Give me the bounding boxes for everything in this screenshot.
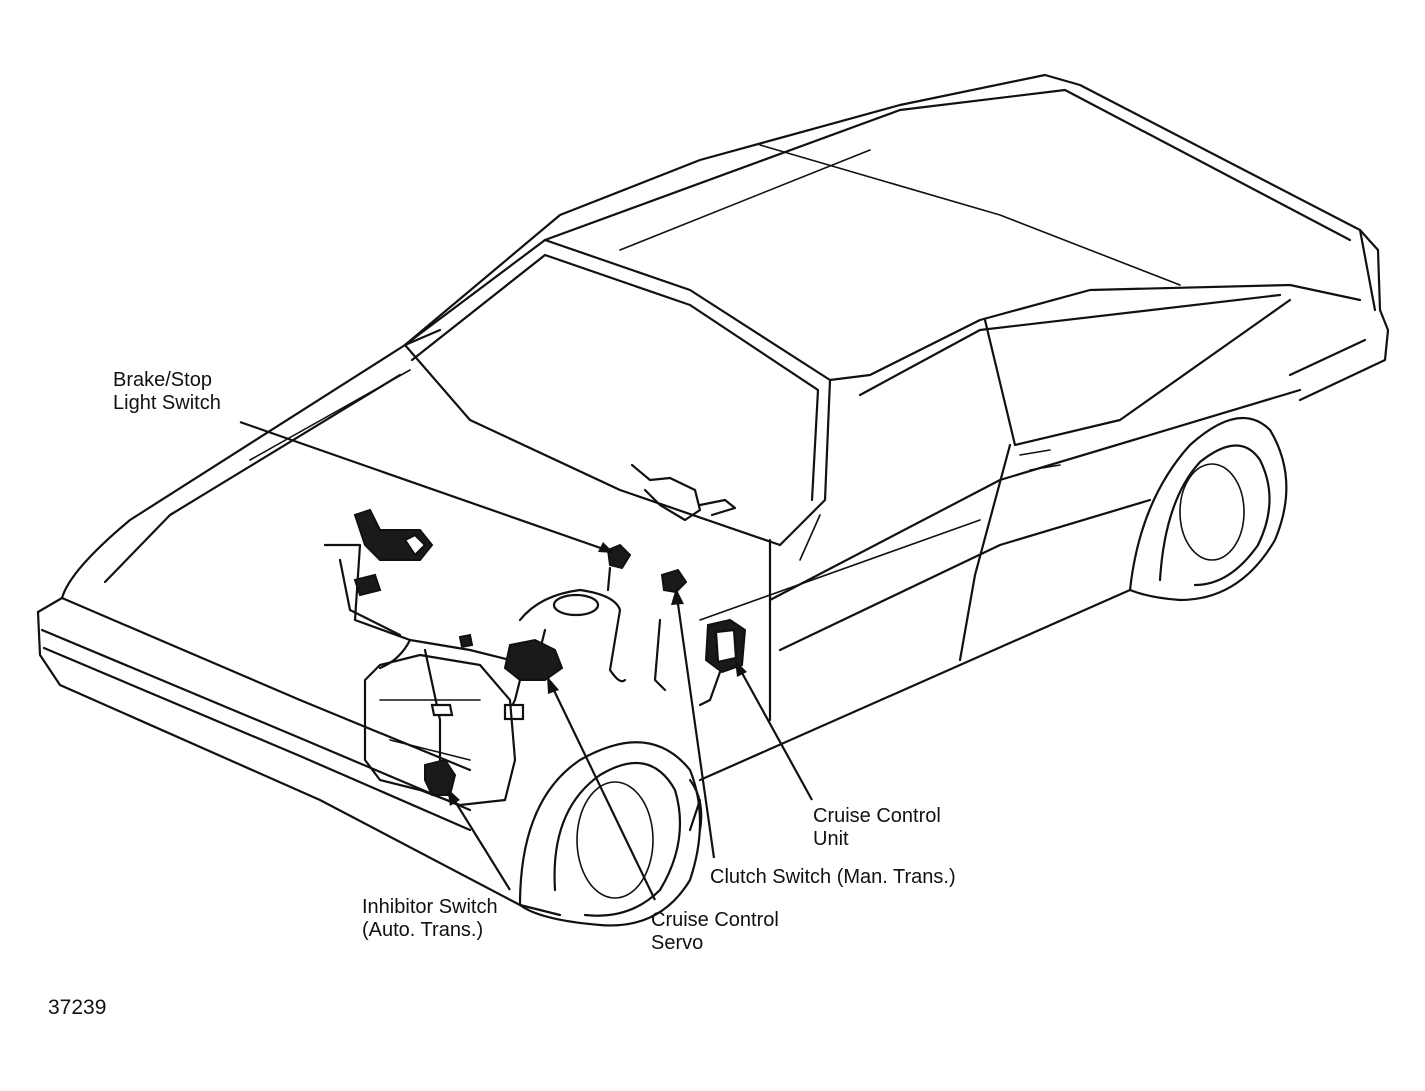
cruise-control-servo bbox=[503, 638, 564, 721]
brake-stop-label-line1: Brake/Stop bbox=[113, 369, 212, 391]
cruise-control-servo-label: Cruise Control Servo bbox=[651, 909, 779, 955]
car-body-outline bbox=[36, 73, 1390, 917]
steering-column bbox=[630, 463, 737, 522]
figure-number: 37239 bbox=[48, 996, 107, 1019]
leader-inhibitor bbox=[447, 789, 511, 891]
inhibitor-switch-label: Inhibitor Switch (Auto. Trans.) bbox=[362, 896, 498, 942]
cruise-unit-label-line1: Cruise Control bbox=[813, 805, 941, 827]
leader-clutch bbox=[674, 589, 716, 859]
brake-stop-label-line2: Light Switch bbox=[113, 392, 221, 414]
clutch-switch bbox=[653, 568, 688, 692]
leader-cruise-unit bbox=[735, 661, 813, 801]
front-wheel bbox=[518, 741, 703, 927]
leader-lines bbox=[239, 420, 813, 901]
brake-stop-light-switch-label: Brake/Stop Light Switch bbox=[113, 369, 221, 415]
transmission bbox=[363, 648, 517, 807]
wiring-harness bbox=[323, 508, 547, 670]
strut-tower bbox=[518, 588, 627, 683]
rear-wheel bbox=[1128, 416, 1288, 602]
cruise-control-unit-label: Cruise Control Unit bbox=[813, 805, 941, 851]
cruise-control-unit bbox=[698, 618, 747, 707]
cruise-unit-label-line2: Unit bbox=[813, 828, 849, 850]
clutch-switch-label: Clutch Switch (Man. Trans.) bbox=[710, 866, 956, 889]
inhibitor-label-line1: Inhibitor Switch bbox=[362, 896, 498, 918]
inhibitor-label-line2: (Auto. Trans.) bbox=[362, 919, 484, 941]
leader-servo bbox=[547, 677, 656, 901]
leader-brake-stop bbox=[239, 420, 613, 554]
clutch-label-line1: Clutch Switch (Man. Trans.) bbox=[710, 866, 956, 888]
servo-label-line1: Cruise Control bbox=[651, 909, 779, 931]
servo-label-line2: Servo bbox=[651, 932, 704, 954]
brake-stop-light-switch bbox=[606, 543, 632, 592]
